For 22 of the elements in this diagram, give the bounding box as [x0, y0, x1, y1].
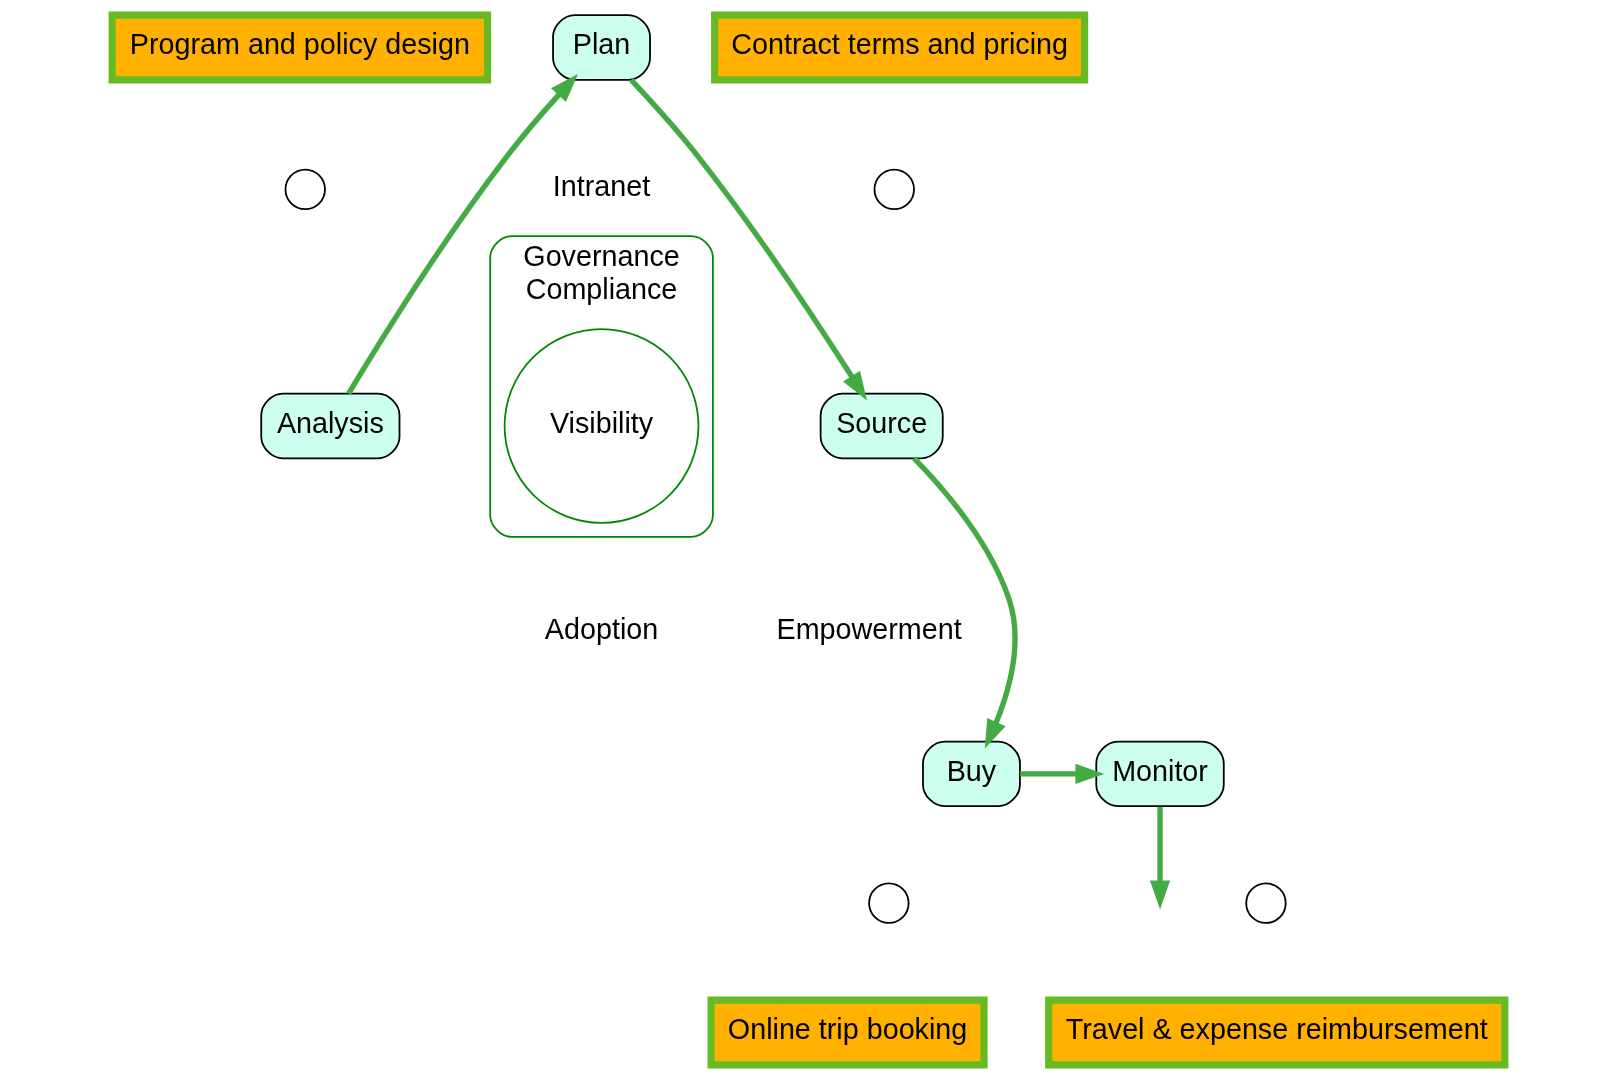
- node-box: Program and policy design: [108, 11, 492, 84]
- label: Intranet: [552, 170, 651, 203]
- arrow: [1020, 763, 1105, 784]
- label: Adoption: [544, 612, 659, 645]
- node-circle: [1245, 882, 1287, 924]
- label: Empowerment: [776, 612, 962, 645]
- node-box: Monitor: [1095, 740, 1225, 808]
- node-box: Plan: [552, 14, 651, 81]
- node-box: Travel & expense reimbursement: [1045, 996, 1509, 1069]
- node-circle: [284, 168, 326, 211]
- node-box: Buy: [922, 740, 1021, 808]
- node-box: Online trip booking: [707, 996, 988, 1069]
- node-box: Contract terms and pricing: [711, 11, 1089, 84]
- arrow: [912, 456, 1018, 749]
- node-circle: [868, 882, 910, 924]
- node-box: Analysis: [260, 392, 401, 460]
- node-box: Source: [819, 392, 944, 460]
- arrow: [1149, 806, 1171, 910]
- node-circle: [873, 168, 915, 211]
- arrow: [629, 78, 867, 401]
- node-circle: Visibility: [503, 328, 700, 524]
- arrow: [346, 73, 578, 395]
